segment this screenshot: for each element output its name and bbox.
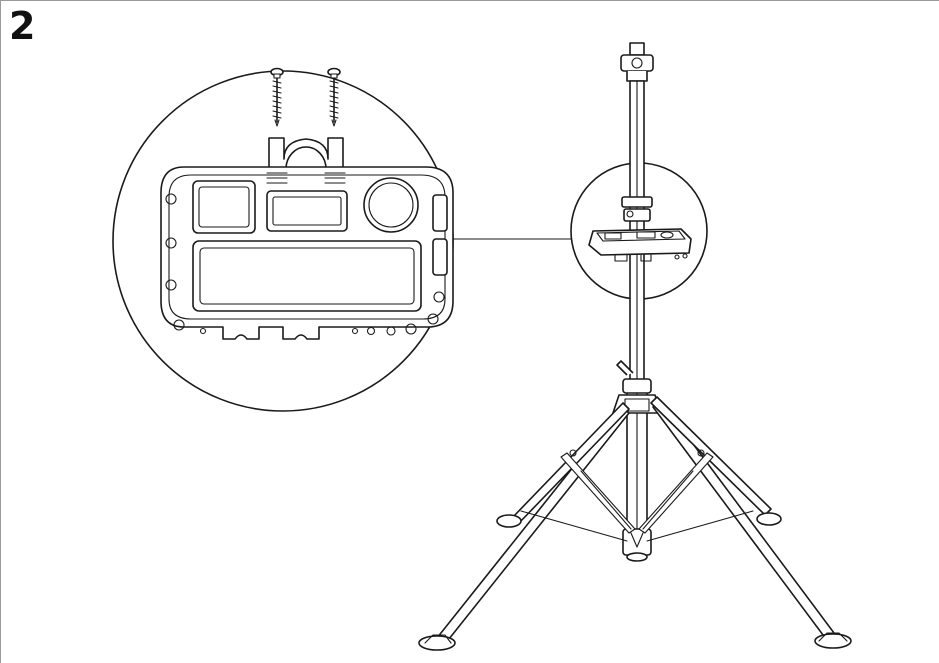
screw-left: [270, 67, 284, 127]
step-number: 2: [9, 4, 36, 48]
tool-tray-detail: [160, 166, 454, 340]
tripod-stand: [418, 42, 852, 651]
screw-right: [327, 67, 341, 127]
